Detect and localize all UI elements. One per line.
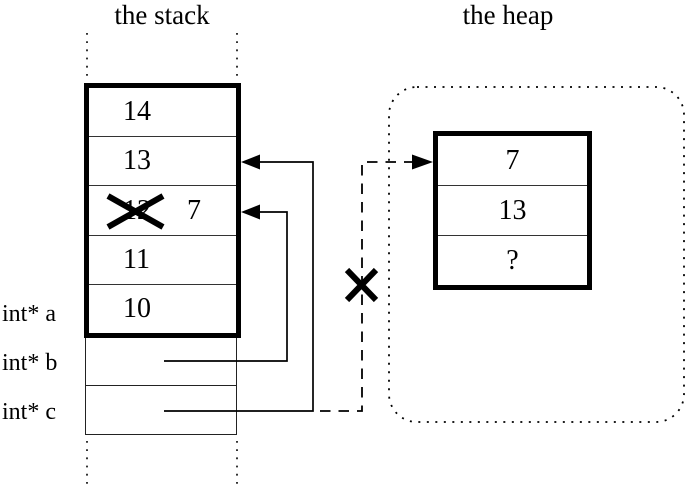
heap-title: the heap (462, 0, 554, 30)
stack-cell: 11 (89, 236, 236, 285)
label-int-c: int* c (2, 399, 56, 425)
broken-pointer-x-icon (344, 267, 379, 303)
pointer-cell-c (86, 386, 236, 434)
pointer-c-arrowhead-icon (241, 154, 260, 170)
label-int-a: int* a (2, 301, 56, 327)
stack-cell-crossed: 12 7 (89, 186, 236, 236)
heap-cell: ? (438, 236, 587, 285)
pointer-b-arrowhead-icon (241, 204, 260, 220)
crossed-out-old-value: 12 (123, 194, 151, 226)
stack-cell-value: 13 (123, 145, 151, 177)
heap-block-box: 7 13 ? (433, 131, 592, 290)
dangling-pointer-dashed-line (320, 161, 413, 412)
label-int-b: int* b (2, 350, 58, 376)
heap-cell-value: 13 (498, 194, 527, 226)
stack-cell-value: 11 (123, 243, 150, 275)
heap-cell-value: 7 (505, 144, 520, 176)
stack-cell: 10 (89, 285, 236, 333)
dangling-pointer-arrowhead-icon (412, 154, 433, 170)
pointer-variable-cells (85, 338, 237, 435)
stack-cell: 14 (89, 88, 236, 138)
stack-cell-value: 10 (123, 292, 151, 324)
stack-frame-box: 14 13 12 7 11 10 (84, 83, 241, 338)
stack-cell: 13 (89, 137, 236, 187)
pointer-cell-b (86, 338, 236, 386)
heap-cell: 13 (438, 186, 587, 236)
heap-cell-value: ? (506, 244, 519, 276)
heap-cell: 7 (438, 136, 587, 186)
stack-cell-value: 14 (123, 96, 151, 128)
stack-title: the stack (114, 0, 210, 30)
overwritten-new-value: 7 (187, 194, 201, 226)
